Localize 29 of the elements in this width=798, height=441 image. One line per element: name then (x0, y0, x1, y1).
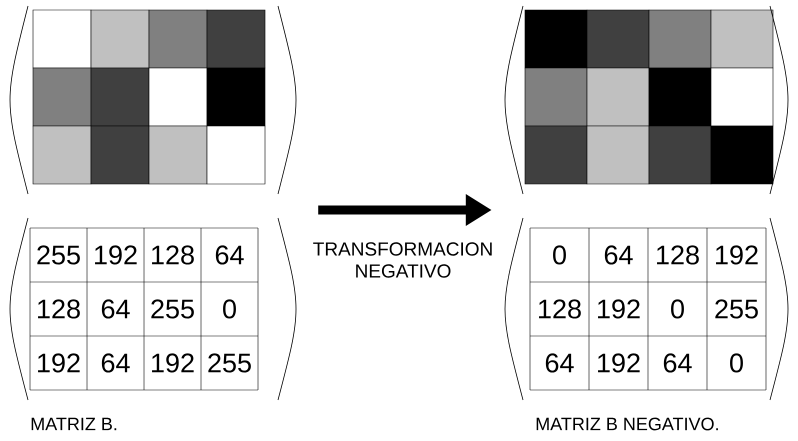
grayscale-matrix-drawing (524, 10, 774, 184)
matrix-value: 255 (715, 299, 758, 319)
matrix-value: 128 (152, 245, 194, 265)
grayscale-matrix-drawing (32, 10, 266, 184)
matrix-value: 0 (730, 353, 743, 373)
matrix-value: 192 (716, 245, 758, 265)
matrix-value: 64 (604, 245, 633, 265)
matrix-value: 192 (598, 353, 640, 373)
matrix-value: 64 (102, 299, 130, 319)
matrix-value: 64 (216, 245, 244, 265)
matrix-value: 128 (657, 245, 699, 265)
matrix-value: 128 (38, 299, 80, 319)
matrix-value: 0 (671, 299, 684, 319)
matrix-value: 64 (664, 353, 692, 373)
edge-label: TRANSFORMACION NEGATIVO (313, 242, 492, 278)
matrix-value: 192 (95, 245, 137, 265)
matrix-value: 128 (539, 299, 581, 319)
matrix-value: 192 (598, 299, 640, 319)
matrix-value: 255 (37, 245, 80, 265)
matrix-value: 64 (546, 353, 574, 373)
matrix-value: 192 (38, 353, 80, 373)
matrix-value: 255 (208, 353, 251, 373)
matrix-value: 64 (102, 353, 130, 373)
caption: MATRIZ B NEGATIVO. (536, 418, 718, 430)
matrix-value: 192 (152, 353, 194, 373)
matrix-value: 0 (223, 299, 236, 319)
matrix-value: 255 (151, 299, 194, 319)
matrix-value: 0 (553, 245, 566, 265)
caption: MATRIZ B. (32, 418, 116, 430)
